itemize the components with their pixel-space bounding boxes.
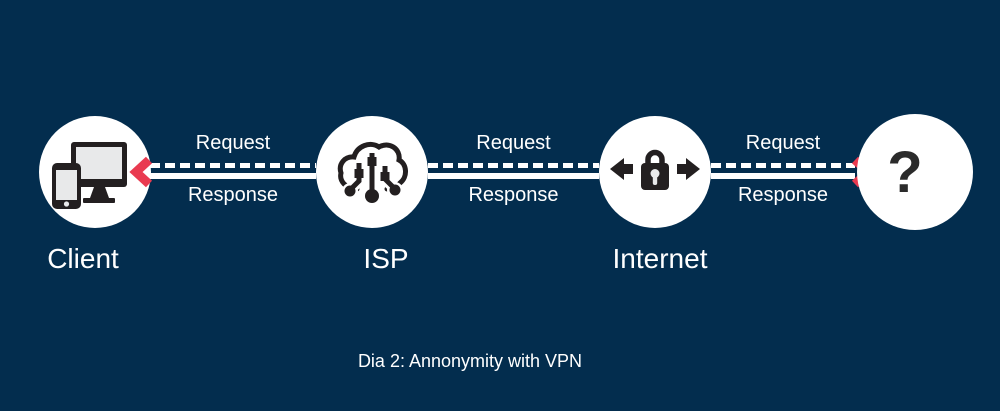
connection-client-isp: Request Response [150, 130, 316, 212]
response-label: Response [468, 184, 559, 206]
diagram-caption: Dia 2: Annonymity with VPN [357, 351, 583, 371]
question-mark-icon: ? [887, 140, 923, 206]
response-label: Response [187, 184, 279, 206]
response-label: Response [737, 184, 829, 206]
request-dashed-line [150, 163, 316, 168]
node-label-client: Client [47, 243, 119, 274]
connection-internet-unknown: Request Response [711, 130, 855, 212]
node-label-internet: Internet [612, 243, 708, 274]
request-label: Request [745, 132, 821, 154]
node-isp [316, 116, 428, 228]
request-label: Request [195, 132, 271, 154]
response-solid-line [428, 173, 599, 179]
request-dashed-line [711, 163, 855, 168]
node-unknown [857, 114, 973, 230]
response-solid-line [711, 173, 855, 179]
connection-isp-internet: Request Response [428, 130, 599, 212]
request-label: Request [476, 132, 551, 154]
chevron-left-icon [129, 156, 153, 188]
node-internet [599, 116, 711, 228]
node-label-isp: ISP [363, 243, 409, 274]
devices-icon [52, 142, 127, 209]
request-dashed-line [428, 163, 599, 168]
cloud-network-icon [337, 141, 408, 206]
response-solid-line [150, 173, 316, 179]
lock-arrows-icon [610, 149, 700, 190]
